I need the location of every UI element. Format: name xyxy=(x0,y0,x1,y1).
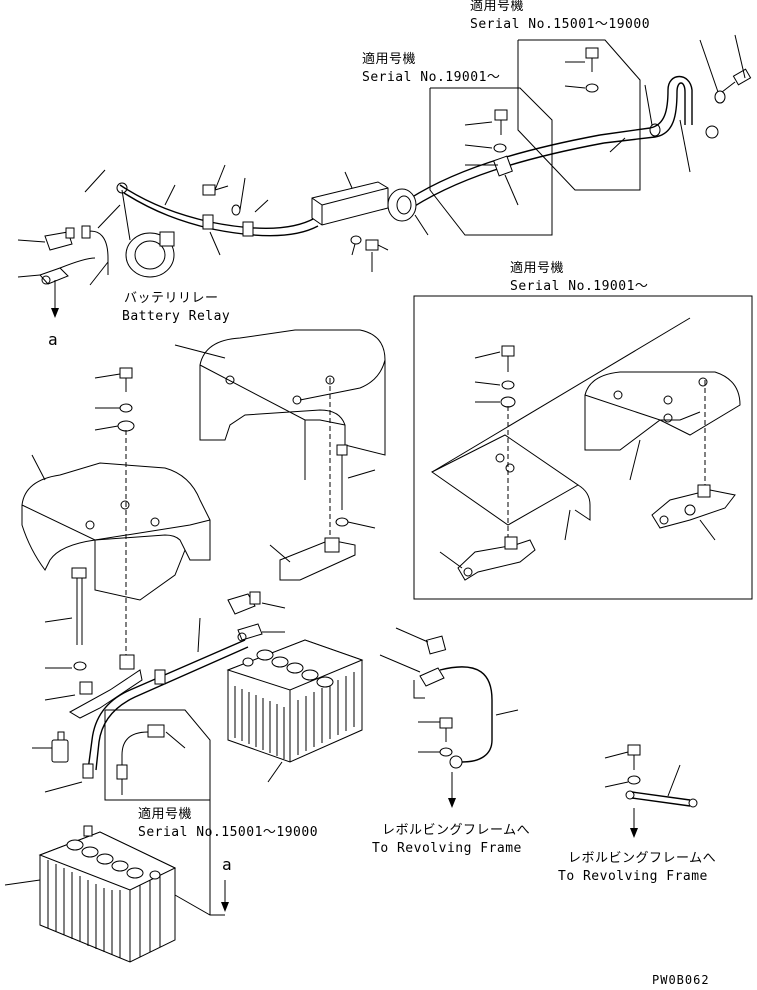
arrow-revolving-frame-1 xyxy=(448,798,456,808)
leader-lines-top xyxy=(17,34,746,286)
drawing-code: PW0B062 xyxy=(652,973,710,987)
battery-link-cable-2 xyxy=(95,646,249,771)
battery-relay xyxy=(116,182,175,278)
lead-to-a-2 xyxy=(174,894,225,916)
harness-tube-right xyxy=(399,134,601,206)
arrow-a-bottom xyxy=(221,902,229,912)
washer-3 xyxy=(493,143,507,153)
battery-link-cable xyxy=(87,639,246,771)
cable-clamp xyxy=(154,669,166,685)
bracket-right xyxy=(269,537,356,581)
serial-19001-top: Serial No.19001～ xyxy=(362,70,500,85)
washer-2 xyxy=(350,235,362,245)
grommet xyxy=(387,188,417,222)
ref-a-top: a xyxy=(48,330,58,349)
ground-cable-2 xyxy=(604,744,698,838)
top-harness-assembly xyxy=(17,34,752,318)
box-bracket-left xyxy=(439,536,536,581)
battery-harness-connector-left xyxy=(32,731,94,793)
washer-4 xyxy=(585,83,599,93)
clamp-1 xyxy=(493,155,513,177)
bolt-top-4 xyxy=(585,47,599,72)
box-cover-right xyxy=(584,371,741,451)
battery-relay-label: Battery Relay xyxy=(122,309,230,324)
serial-19001-box-frame xyxy=(413,295,753,600)
harness-tube-left-2 xyxy=(123,192,319,237)
box-bolts xyxy=(474,345,706,541)
serial-19001-box-jp: 適用号機 xyxy=(510,260,564,276)
washer-5 xyxy=(714,90,726,104)
terminal-ring-right xyxy=(705,125,719,139)
serial-15001-bottom-jp: 適用号機 xyxy=(138,806,192,822)
revolving-frame-2-jp: レボルビングフレームへ xyxy=(568,851,716,866)
box-bracket-right xyxy=(651,484,736,541)
serial-19001-box: Serial No.19001～ xyxy=(510,279,648,294)
clamp-2 xyxy=(202,214,214,230)
box-cover-left xyxy=(431,434,591,526)
battery-lower xyxy=(4,825,177,963)
bolt-top-2 xyxy=(365,239,389,251)
arrow-a-top xyxy=(51,308,59,318)
bracket-left-lower xyxy=(68,654,143,719)
revolving-frame-1: To Revolving Frame xyxy=(372,841,522,856)
battery-cover-right xyxy=(199,329,386,480)
clamp-3 xyxy=(242,221,254,237)
box-diagonal xyxy=(431,317,691,473)
bolt-top-5 xyxy=(721,68,752,93)
fuse-connector xyxy=(116,724,186,795)
serial-15001-callout-box xyxy=(517,39,641,191)
battery-relay-jp: バッテリリレー xyxy=(124,291,219,306)
washer-6 xyxy=(649,123,661,137)
serial-15001-bottom: Serial No.15001～19000 xyxy=(138,825,318,840)
ref-a-bottom: a xyxy=(222,855,232,874)
relay-terminal-cable xyxy=(39,257,96,285)
revolving-frame-1-jp: レボルビングフレームへ xyxy=(382,823,530,838)
bolts-left-cover xyxy=(31,344,376,660)
serial-15001-bottom-box xyxy=(104,709,211,801)
ground-cable-1 xyxy=(379,627,519,808)
battery-cover-left xyxy=(21,462,211,601)
serial-19001-top-jp: 適用号機 xyxy=(362,51,416,67)
serial-15001-top-jp: 適用号機 xyxy=(470,0,524,14)
arrow-revolving-frame-2 xyxy=(630,828,638,838)
harness-tube-right-2 xyxy=(403,142,605,214)
battery-upper xyxy=(226,639,364,783)
harness-cover xyxy=(311,181,389,226)
harness-u-loop-inner xyxy=(603,82,686,144)
serial-15001-top: Serial No.15001～19000 xyxy=(470,17,650,32)
upper-battery-connector xyxy=(197,591,286,653)
bolt-top-3 xyxy=(494,109,508,135)
washer-1 xyxy=(231,204,241,216)
relay-connector xyxy=(44,225,109,275)
serial-19001-callout-box xyxy=(429,87,553,236)
revolving-frame-2: To Revolving Frame xyxy=(558,869,708,884)
long-bolt-left xyxy=(44,567,87,701)
